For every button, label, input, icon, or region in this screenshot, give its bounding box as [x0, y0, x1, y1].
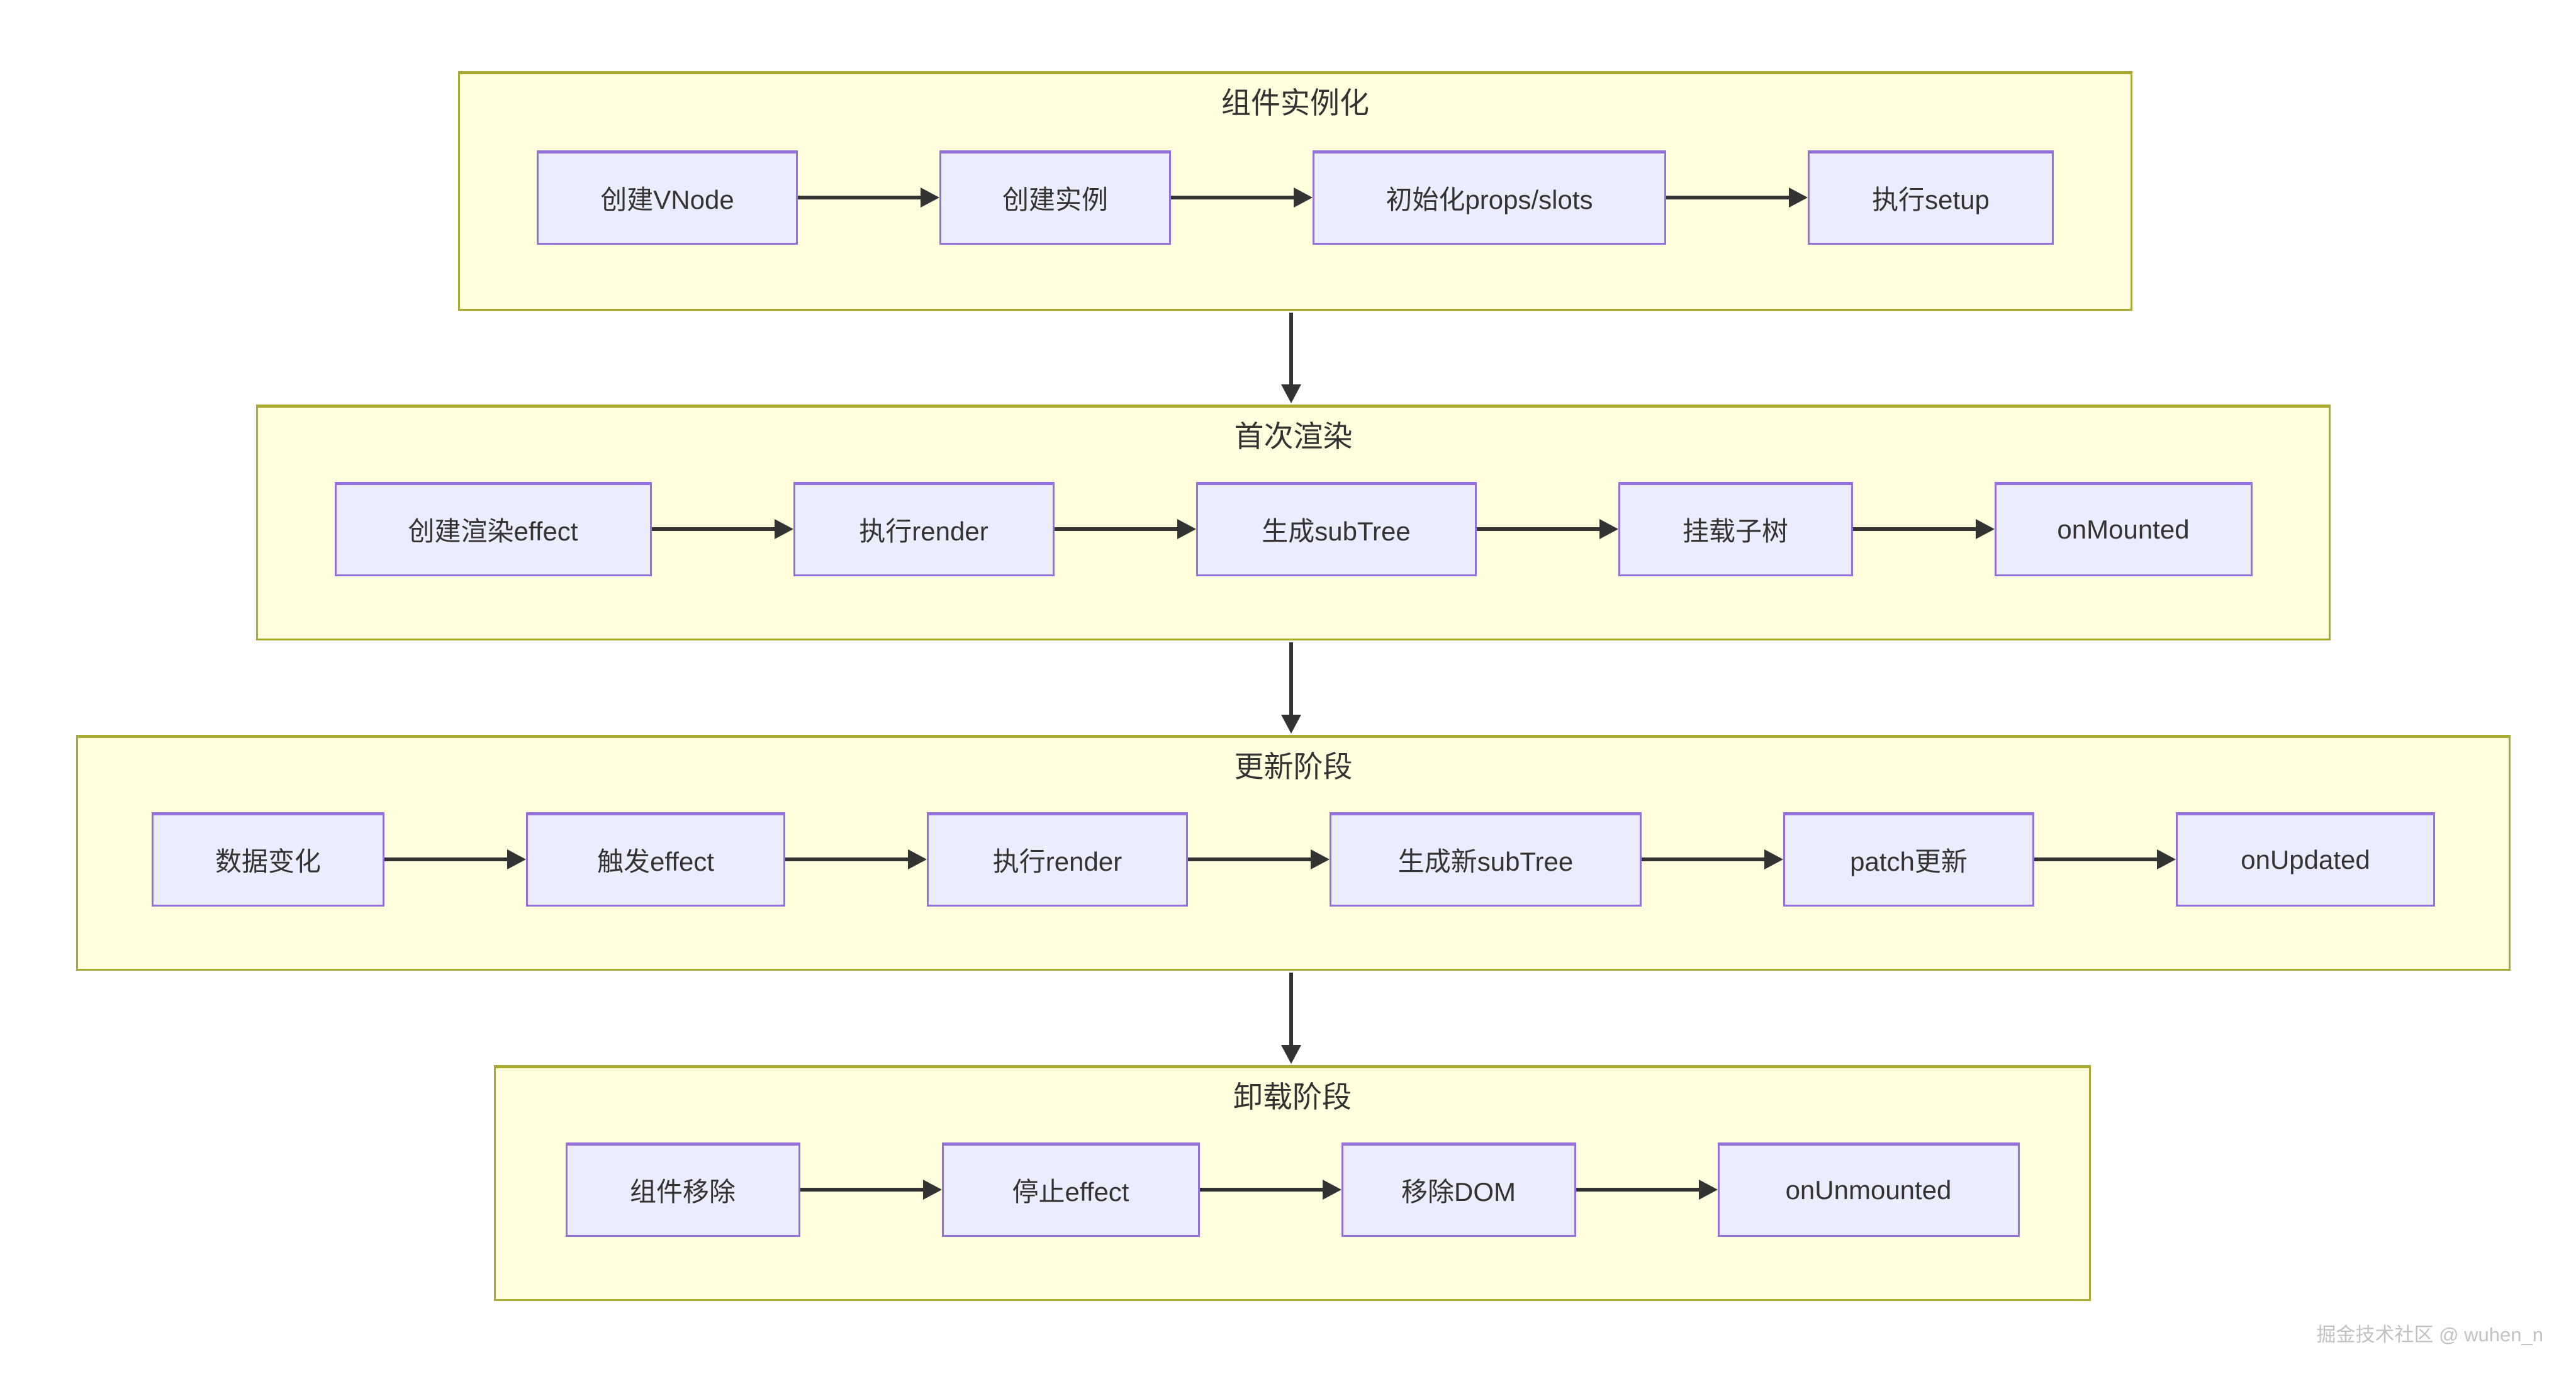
arrow-right-icon — [2034, 849, 2176, 869]
arrow-right-icon — [785, 849, 927, 869]
flow-node: 移除DOM — [1341, 1142, 1576, 1237]
arrow-right-icon — [1054, 518, 1196, 539]
arrow-right-icon — [1171, 187, 1313, 208]
subgraph-update-phase: 更新阶段 数据变化 触发effect 执行render 生成新subTree p… — [76, 735, 2511, 971]
subgraph-first-render: 首次渲染 创建渲染effect 执行render 生成subTree 挂载子树 … — [256, 405, 2331, 640]
arrow-down-icon — [1280, 313, 1302, 403]
section-title: 首次渲染 — [1234, 420, 1353, 453]
node-row: 创建渲染effect 执行render 生成subTree 挂载子树 onMou… — [334, 455, 2253, 602]
flow-node: 数据变化 — [152, 812, 384, 907]
arrow-right-icon — [1199, 1179, 1341, 1200]
flow-node: 执行render — [793, 481, 1055, 576]
section-title: 卸载阶段 — [1233, 1080, 1352, 1114]
flow-node: 生成新subTree — [1330, 812, 1642, 907]
arrow-right-icon — [1852, 518, 1995, 539]
node-row: 数据变化 触发effect 执行render 生成新subTree patch更… — [152, 786, 2435, 932]
flow-node: 挂载子树 — [1618, 481, 1853, 576]
subgraph-unmount-phase: 卸载阶段 组件移除 停止effect 移除DOM onUnmounted — [494, 1065, 2091, 1301]
arrow-right-icon — [1642, 849, 1783, 869]
flow-node: 初始化props/slots — [1313, 150, 1666, 245]
arrow-down-icon — [1280, 642, 1302, 734]
arrow-right-icon — [651, 518, 793, 539]
arrow-right-icon — [798, 187, 939, 208]
arrow-right-icon — [1188, 849, 1330, 869]
watermark: 掘金技术社区 @ wuhen_n — [2316, 1324, 2543, 1346]
arrow-right-icon — [1576, 1179, 1718, 1200]
section-title: 更新阶段 — [1234, 750, 1353, 783]
arrow-right-icon — [1476, 518, 1618, 539]
subgraph-component-instantiation: 组件实例化 创建VNode 创建实例 初始化props/slots 执行setu… — [458, 71, 2132, 311]
flow-node: 执行setup — [1808, 150, 2054, 245]
flow-node: 组件移除 — [565, 1142, 800, 1237]
node-row: 组件移除 停止effect 移除DOM onUnmounted — [565, 1116, 2020, 1263]
flow-node: 生成subTree — [1196, 481, 1477, 576]
arrow-right-icon — [1666, 187, 1808, 208]
arrow-right-icon — [800, 1179, 942, 1200]
flow-node: 创建渲染effect — [334, 481, 652, 576]
section-title: 组件实例化 — [1221, 86, 1369, 120]
flow-node: 创建实例 — [939, 150, 1171, 245]
flow-node: 停止effect — [941, 1142, 1200, 1237]
flow-node: 创建VNode — [537, 150, 798, 245]
flow-node: onUpdated — [2176, 812, 2435, 907]
flow-node: patch更新 — [1783, 812, 2034, 907]
flow-node: 触发effect — [526, 812, 785, 907]
flow-node: onUnmounted — [1717, 1142, 2020, 1237]
node-row: 创建VNode 创建实例 初始化props/slots 执行setup — [537, 122, 2054, 272]
flow-node: onMounted — [1994, 481, 2253, 576]
arrow-down-icon — [1280, 973, 1302, 1064]
flow-node: 执行render — [927, 812, 1188, 907]
arrow-right-icon — [384, 849, 526, 869]
